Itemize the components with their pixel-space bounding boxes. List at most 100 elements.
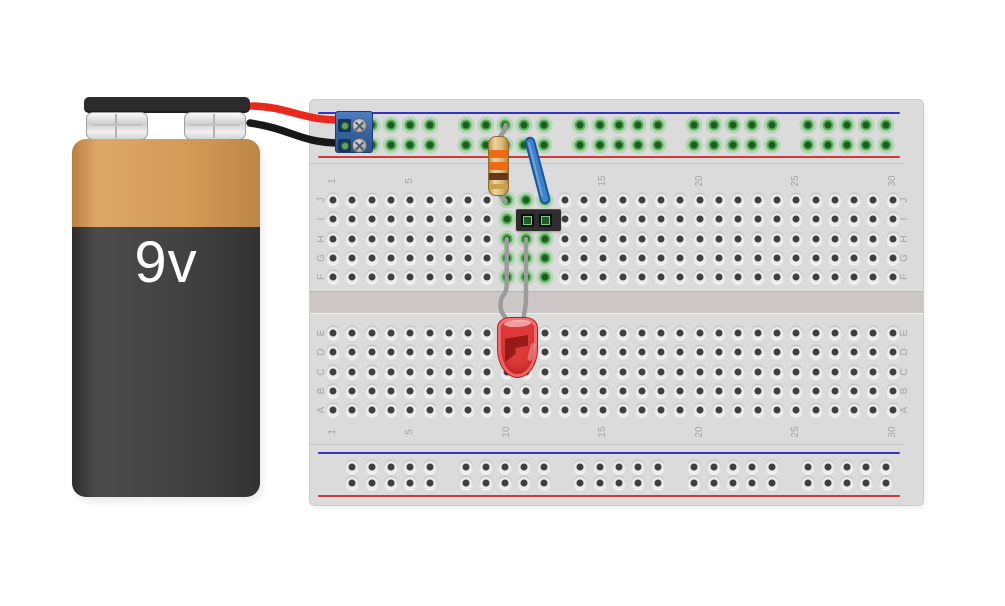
breadboard-hole-H21[interactable] xyxy=(715,235,723,243)
breadboard-hole-F24[interactable] xyxy=(773,273,781,281)
breadboard-hole-H27[interactable] xyxy=(831,235,839,243)
breadboard-hole-D24[interactable] xyxy=(773,348,781,356)
rail-hole-bottom[interactable] xyxy=(729,463,737,471)
breadboard-hole-C6[interactable] xyxy=(426,368,433,376)
breadboard-hole-E1[interactable] xyxy=(329,329,337,337)
breadboard-hole-J8[interactable] xyxy=(464,196,472,204)
breadboard-hole-F22[interactable] xyxy=(734,273,742,281)
breadboard-hole-C1[interactable] xyxy=(329,368,337,376)
breadboard-hole-F2[interactable] xyxy=(348,273,356,281)
rail-hole-top[interactable] xyxy=(768,141,776,149)
breadboard-hole-B15[interactable] xyxy=(599,387,607,395)
rail-hole-bottom[interactable] xyxy=(462,463,470,471)
breadboard-hole-I17[interactable] xyxy=(638,215,646,223)
breadboard-hole-H25[interactable] xyxy=(792,235,800,243)
rail-hole-top[interactable] xyxy=(862,141,870,149)
breadboard-hole-A8[interactable] xyxy=(464,406,472,414)
rail-hole-bottom[interactable] xyxy=(576,463,584,471)
breadboard-hole-A7[interactable] xyxy=(445,406,453,414)
breadboard-hole-B19[interactable] xyxy=(676,387,684,395)
breadboard-hole-A28[interactable] xyxy=(850,406,858,414)
breadboard-hole-E4[interactable] xyxy=(387,329,395,337)
rail-hole-top[interactable] xyxy=(426,141,434,149)
breadboard-hole-B14[interactable] xyxy=(580,387,588,395)
breadboard-hole-E14[interactable] xyxy=(580,329,588,337)
breadboard-hole-I16[interactable] xyxy=(619,215,626,223)
breadboard-hole-B18[interactable] xyxy=(657,387,665,395)
rail-hole-bottom[interactable] xyxy=(824,463,832,471)
breadboard-hole-C4[interactable] xyxy=(387,368,395,376)
breadboard-hole-B17[interactable] xyxy=(638,387,646,395)
rail-hole-top[interactable] xyxy=(748,141,756,149)
breadboard-hole-H6[interactable] xyxy=(426,235,433,243)
breadboard-hole-D21[interactable] xyxy=(715,348,723,356)
breadboard-hole-H2[interactable] xyxy=(348,235,356,243)
breadboard-hole-B5[interactable] xyxy=(406,387,414,395)
breadboard-hole-C22[interactable] xyxy=(734,368,742,376)
rail-hole-top[interactable] xyxy=(576,141,584,149)
rail-hole-top[interactable] xyxy=(710,141,718,149)
breadboard-hole-C26[interactable] xyxy=(812,368,819,376)
breadboard-hole-I18[interactable] xyxy=(657,215,665,223)
rail-hole-bottom[interactable] xyxy=(596,463,604,471)
breadboard-hole-J2[interactable] xyxy=(348,196,356,204)
breadboard-hole-B28[interactable] xyxy=(850,387,858,395)
breadboard-hole-H7[interactable] xyxy=(445,235,453,243)
breadboard-hole-E21[interactable] xyxy=(715,329,723,337)
rail-hole-top[interactable] xyxy=(387,141,395,149)
breadboard-hole-A1[interactable] xyxy=(329,406,337,414)
breadboard-hole-B6[interactable] xyxy=(426,387,433,395)
breadboard-hole-H13[interactable] xyxy=(561,235,569,243)
breadboard-hole-D2[interactable] xyxy=(348,348,356,356)
breadboard-hole-D14[interactable] xyxy=(580,348,588,356)
breadboard-hole-E19[interactable] xyxy=(676,329,684,337)
rail-hole-top[interactable] xyxy=(824,141,832,149)
rail-hole-top[interactable] xyxy=(729,141,737,149)
rail-hole-bottom[interactable] xyxy=(804,463,812,471)
breadboard-hole-A23[interactable] xyxy=(754,406,762,414)
breadboard-hole-C5[interactable] xyxy=(406,368,414,376)
rail-hole-bottom[interactable] xyxy=(862,479,870,487)
breadboard-hole-E8[interactable] xyxy=(464,329,472,337)
breadboard-hole-B3[interactable] xyxy=(368,387,376,395)
rail-hole-bottom[interactable] xyxy=(710,479,718,487)
rail-hole-bottom[interactable] xyxy=(654,479,662,487)
rail-hole-bottom[interactable] xyxy=(387,479,395,487)
breadboard-hole-E26[interactable] xyxy=(812,329,819,337)
breadboard-hole-E27[interactable] xyxy=(831,329,839,337)
breadboard-hole-D4[interactable] xyxy=(387,348,395,356)
breadboard-hole-G24[interactable] xyxy=(773,254,781,262)
breadboard-hole-D27[interactable] xyxy=(831,348,839,356)
breadboard-hole-G14[interactable] xyxy=(580,254,588,262)
breadboard-hole-E16[interactable] xyxy=(619,329,626,337)
breadboard-hole-H14[interactable] xyxy=(580,235,588,243)
rail-hole-bottom[interactable] xyxy=(710,463,718,471)
breadboard-hole-E29[interactable] xyxy=(869,329,877,337)
rail-hole-top[interactable] xyxy=(654,141,662,149)
breadboard-hole-H15[interactable] xyxy=(599,235,607,243)
breadboard-hole-A22[interactable] xyxy=(734,406,742,414)
breadboard-hole-A16[interactable] xyxy=(619,406,626,414)
breadboard-hole-I30[interactable] xyxy=(889,215,897,223)
breadboard-hole-H10[interactable] xyxy=(503,235,511,243)
breadboard-hole-H11[interactable] xyxy=(522,235,530,243)
rail-hole-top[interactable] xyxy=(843,121,851,129)
breadboard-hole-A27[interactable] xyxy=(831,406,839,414)
rail-hole-top[interactable] xyxy=(482,141,490,149)
breadboard-hole-H19[interactable] xyxy=(676,235,684,243)
breadboard-hole-F6[interactable] xyxy=(426,273,433,281)
breadboard-hole-D7[interactable] xyxy=(445,348,453,356)
breadboard-hole-G19[interactable] xyxy=(676,254,684,262)
breadboard-hole-J14[interactable] xyxy=(580,196,588,204)
breadboard-hole-H9[interactable] xyxy=(483,235,491,243)
breadboard-hole-B30[interactable] xyxy=(889,387,897,395)
rail-hole-top[interactable] xyxy=(426,121,434,129)
breadboard-hole-E7[interactable] xyxy=(445,329,453,337)
breadboard-hole-F15[interactable] xyxy=(599,273,607,281)
breadboard-hole-J6[interactable] xyxy=(426,196,433,204)
breadboard-hole-G5[interactable] xyxy=(406,254,414,262)
breadboard-hole-A14[interactable] xyxy=(580,406,588,414)
rail-hole-bottom[interactable] xyxy=(482,479,490,487)
breadboard-hole-H3[interactable] xyxy=(368,235,376,243)
breadboard-hole-A29[interactable] xyxy=(869,406,877,414)
